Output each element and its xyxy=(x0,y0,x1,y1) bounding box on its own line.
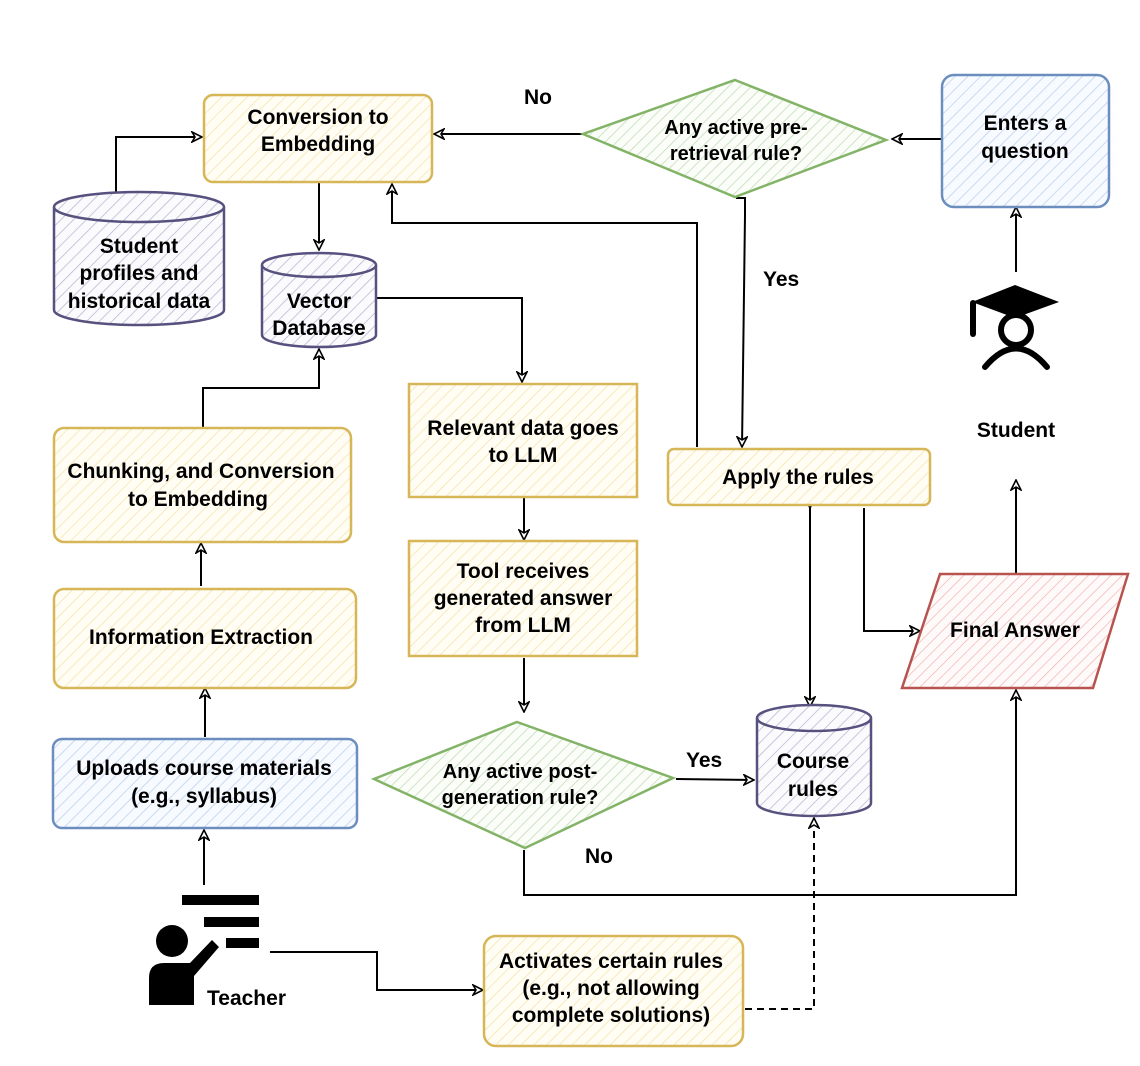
edge-chunking-to-vectordb xyxy=(202,349,319,428)
node-chunking-conversion[interactable]: Chunking, and Conversion to Embedding xyxy=(52,426,353,544)
edge-label-post-no: No xyxy=(585,845,613,868)
node-label: Course xyxy=(777,750,849,773)
node-label: Any active post- xyxy=(443,761,597,783)
node-label: Tool receives xyxy=(457,560,590,583)
edge-pre-yes-to-apply xyxy=(736,197,745,447)
edge-teacher-to-activates xyxy=(270,951,483,990)
decision-pre-retrieval-rule[interactable]: Any active pre- retrieval rule? xyxy=(579,78,890,199)
node-label: complete solutions) xyxy=(512,1004,710,1027)
node-label: (e.g., syllabus) xyxy=(131,785,277,808)
actor-teacher: Teacher xyxy=(149,895,286,1010)
node-tool-receives-answer[interactable]: Tool receives generated answer from LLM xyxy=(407,539,639,658)
edge-label-pre-yes: Yes xyxy=(763,268,799,291)
node-label: historical data xyxy=(68,290,211,313)
node-label: Enters a xyxy=(984,112,1067,135)
node-label: profiles and xyxy=(79,262,198,285)
node-vector-database[interactable]: Vector Database xyxy=(260,251,378,349)
node-label: Activates certain rules xyxy=(499,950,723,973)
node-final-answer[interactable]: Final Answer xyxy=(900,572,1130,690)
node-label: to Embedding xyxy=(128,488,268,511)
node-course-rules-database[interactable]: Course rules xyxy=(755,703,873,818)
teacher-presenting-icon xyxy=(149,895,259,1005)
node-label: to LLM xyxy=(489,444,558,467)
actor-student: Student xyxy=(970,285,1059,442)
edge-profiles-to-conversion xyxy=(115,137,202,201)
node-conversion-to-embedding[interactable]: Conversion to Embedding xyxy=(202,93,434,184)
node-label: Embedding xyxy=(261,133,375,156)
student-graduate-icon xyxy=(970,285,1059,370)
node-label: Conversion to xyxy=(247,106,388,129)
node-label: Final Answer xyxy=(950,619,1080,642)
node-label: Information Extraction xyxy=(89,626,313,649)
decision-post-generation-rule[interactable]: Any active post- generation rule? xyxy=(370,720,677,850)
node-label: Relevant data goes xyxy=(427,417,618,440)
edges xyxy=(115,134,1016,1010)
student-label: Student xyxy=(977,419,1055,442)
node-label: rules xyxy=(788,778,838,801)
node-label: Chunking, and Conversion xyxy=(67,460,334,483)
edge-label-post-yes: Yes xyxy=(686,749,722,772)
node-uploads-course-materials[interactable]: Uploads course materials (e.g., syllabus… xyxy=(51,737,359,830)
edge-apply-to-conversion xyxy=(392,184,698,447)
edge-vectordb-to-relevant xyxy=(376,297,522,382)
node-label: Apply the rules xyxy=(722,466,874,489)
node-label: from LLM xyxy=(475,614,571,637)
node-label: Uploads course materials xyxy=(76,757,332,780)
node-apply-the-rules[interactable]: Apply the rules xyxy=(666,447,932,507)
node-label: Student xyxy=(100,235,178,258)
node-activates-certain-rules[interactable]: Activates certain rules (e.g., not allow… xyxy=(482,934,745,1048)
node-label: Vector xyxy=(287,290,351,313)
node-label: Any active pre- xyxy=(664,117,807,139)
node-label: generated answer xyxy=(434,587,613,610)
teacher-label: Teacher xyxy=(207,987,286,1010)
node-label: question xyxy=(981,140,1069,163)
node-label: Database xyxy=(272,317,365,340)
edge-activates-to-courserules xyxy=(745,818,814,1010)
node-label: retrieval rule? xyxy=(670,143,802,165)
edge-apply-to-final xyxy=(863,508,920,631)
node-relevant-data-to-llm[interactable]: Relevant data goes to LLM xyxy=(407,382,639,499)
edge-post-no-to-final xyxy=(523,690,1016,896)
edge-post-yes-to-courserules xyxy=(675,779,754,780)
node-information-extraction[interactable]: Information Extraction xyxy=(52,587,358,690)
node-label: (e.g., not allowing xyxy=(522,977,699,1000)
node-student-profiles-database[interactable]: Student profiles and historical data xyxy=(52,190,226,327)
node-enters-question[interactable]: Enters a question xyxy=(940,73,1111,209)
edge-label-pre-no: No xyxy=(524,86,552,109)
node-label: generation rule? xyxy=(442,787,599,809)
